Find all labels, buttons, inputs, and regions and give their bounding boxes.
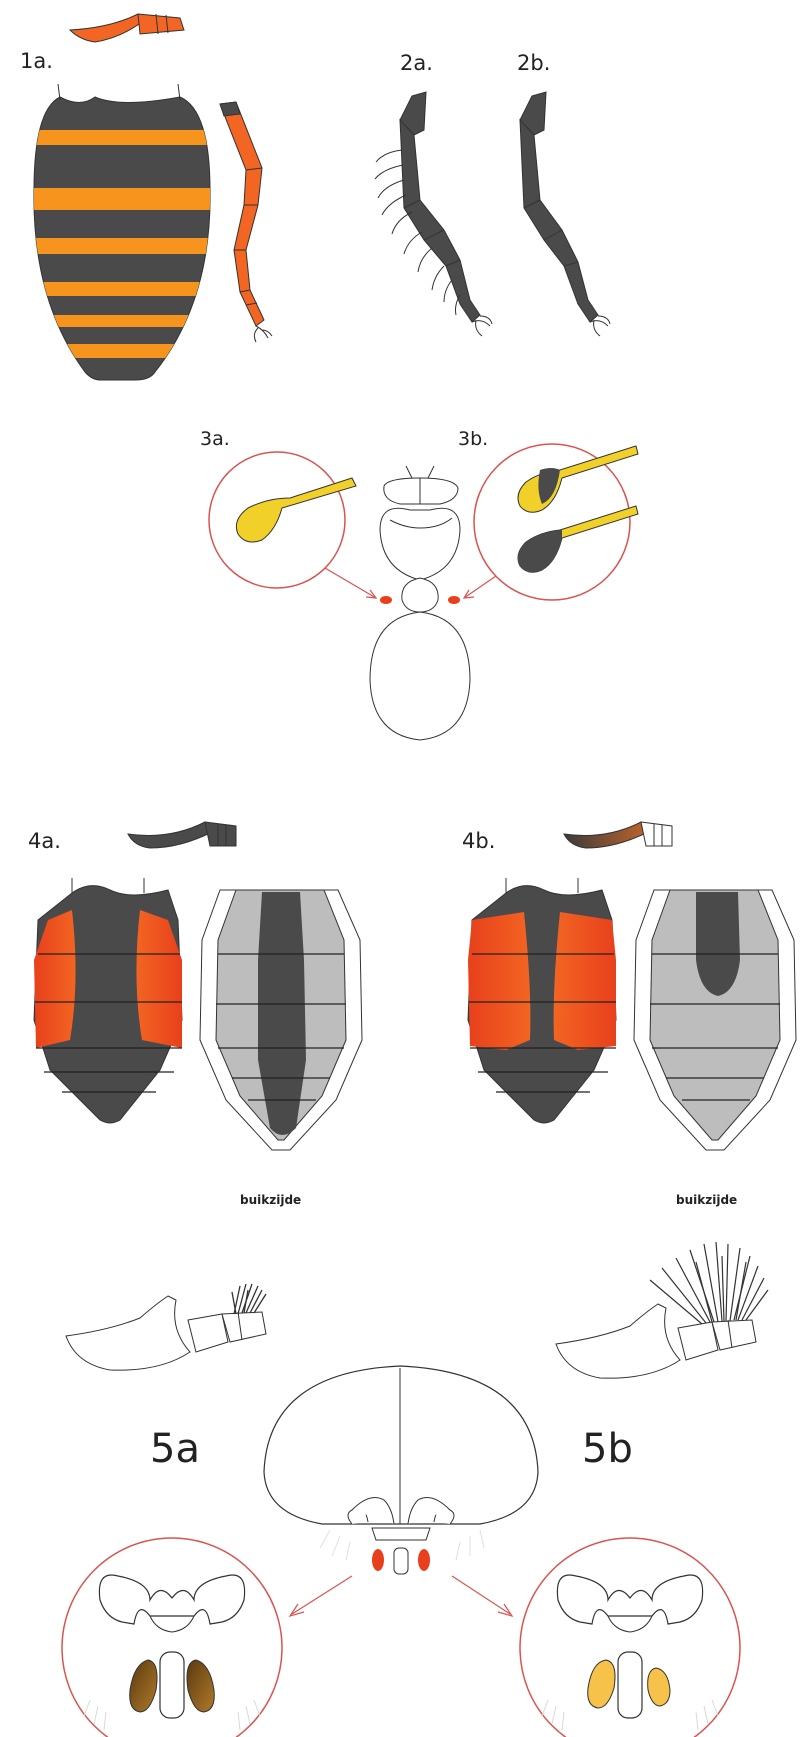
label-ventral-4a: buikzijde — [240, 1193, 301, 1207]
pointer-arrow-3b — [464, 576, 496, 598]
label-2a: 2a. — [400, 51, 433, 75]
detail-circle-5b — [520, 1538, 740, 1737]
head-front-view — [264, 1366, 538, 1574]
haltere-marker-right — [448, 596, 460, 604]
marking-dot-left — [372, 1549, 384, 1571]
marking-dot-right — [418, 1549, 430, 1571]
detail-circle-3b — [474, 444, 638, 600]
abdomen-4b-ventral — [634, 890, 796, 1150]
abdomen-4b-dorsal — [468, 878, 616, 1123]
bristles-5a — [232, 1284, 266, 1314]
label-5a: 5a — [150, 1426, 200, 1472]
figure-3: 3a. 3b. — [200, 428, 638, 740]
label-ventral-4b: buikzijde — [676, 1193, 737, 1207]
mandible-4b — [564, 822, 672, 848]
haltere-marker-left — [380, 596, 392, 604]
leg-1a — [220, 102, 272, 342]
figure-2: 2a. 2b. — [375, 51, 610, 336]
label-1a: 1a. — [20, 49, 53, 73]
pointer-arrow-3a — [325, 568, 376, 598]
abdomen-4a-ventral — [200, 890, 362, 1150]
leg-2b — [520, 92, 610, 336]
figure-4b: 4b. — [462, 822, 796, 1207]
mandible-5a — [66, 1284, 266, 1370]
mandible-4a — [128, 822, 236, 848]
figure-1a: 1a. — [20, 14, 272, 380]
figure-4a: 4a. — [28, 822, 362, 1207]
label-5b: 5b — [582, 1426, 633, 1472]
detail-circle-3a — [209, 452, 356, 588]
detail-circle-5a — [62, 1538, 282, 1737]
mandible-5b — [556, 1242, 768, 1378]
bristles-5b — [650, 1242, 768, 1324]
pointer-arrow-5b — [452, 1576, 512, 1616]
label-3b: 3b. — [458, 428, 488, 450]
label-4b: 4b. — [462, 829, 495, 853]
mandible-1a — [70, 14, 184, 42]
leg-2a — [375, 92, 492, 336]
pointer-arrow-5a — [290, 1576, 352, 1616]
label-4a: 4a. — [28, 829, 61, 853]
label-3a: 3a. — [200, 428, 230, 450]
abdomen-4a-dorsal — [34, 878, 182, 1123]
label-2b: 2b. — [517, 51, 550, 75]
abdomen-1a — [20, 84, 230, 380]
figure-5: 5a 5b — [62, 1242, 768, 1737]
fly-outline-3 — [325, 466, 496, 740]
